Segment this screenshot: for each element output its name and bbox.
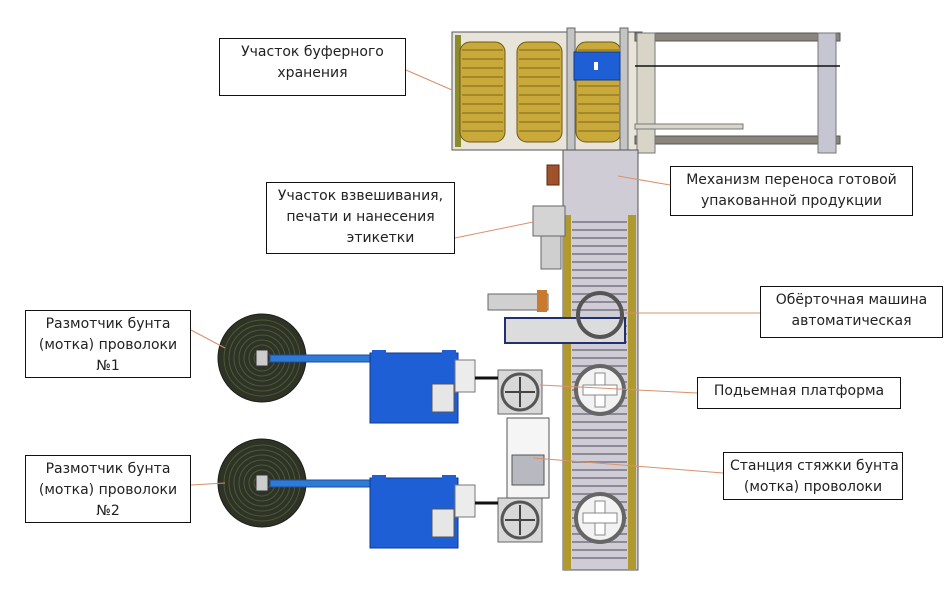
leader-line: [539, 384, 698, 394]
weighing-unit: [532, 164, 566, 270]
lifting-platform-cross: [582, 384, 618, 396]
coil-stack-1: [459, 41, 506, 143]
leader-line: [617, 175, 671, 186]
buffer-storage-area: [451, 27, 643, 229]
decoiler-hub: [255, 474, 269, 492]
leader-line: [190, 482, 226, 486]
label-decoiler-2: Размотчик бунта (мотка) проволоки №2: [25, 455, 191, 523]
label-buffer-storage: Участок буферного хранения: [219, 38, 406, 96]
machine-foot: [442, 350, 456, 356]
wrapping-machine-unit: [487, 290, 626, 344]
coil-stack-2: [516, 41, 563, 143]
label-decoiler-1: Размотчик бунта (мотка) проволоки №1: [25, 310, 191, 378]
label-transfer-mechanism: Механизм переноса готовой упакованной пр…: [670, 166, 913, 216]
leader-line: [532, 457, 724, 474]
leader-line: [190, 329, 226, 349]
turntable-ring: [500, 500, 540, 540]
motor-housing: [431, 508, 455, 538]
feed-arm: [269, 354, 379, 363]
feed-arm: [269, 479, 379, 488]
leader-line: [454, 221, 534, 239]
decoiler-hub: [255, 349, 269, 367]
strapping-station-unit: [506, 417, 550, 499]
machine-foot: [372, 475, 386, 481]
label-strapping-station: Станция стяжки бунта (мотка) проволоки: [723, 452, 903, 500]
machine-foot: [442, 475, 456, 481]
motor-housing: [431, 383, 455, 413]
control-box: [454, 484, 476, 518]
label-weighing-printing: Участок взвешивания, печати и нанесения …: [266, 182, 455, 254]
leader-line: [405, 69, 453, 91]
transfer-rails-frame: [634, 32, 841, 154]
lifting-platform-cross: [582, 512, 618, 524]
label-wrapping-machine: Обёрточная машина автоматическая: [760, 286, 943, 338]
machine-foot: [372, 350, 386, 356]
label-lifting-platform: Подьемная платформа: [697, 377, 901, 409]
turntable-ring: [500, 372, 540, 412]
control-box: [454, 359, 476, 393]
